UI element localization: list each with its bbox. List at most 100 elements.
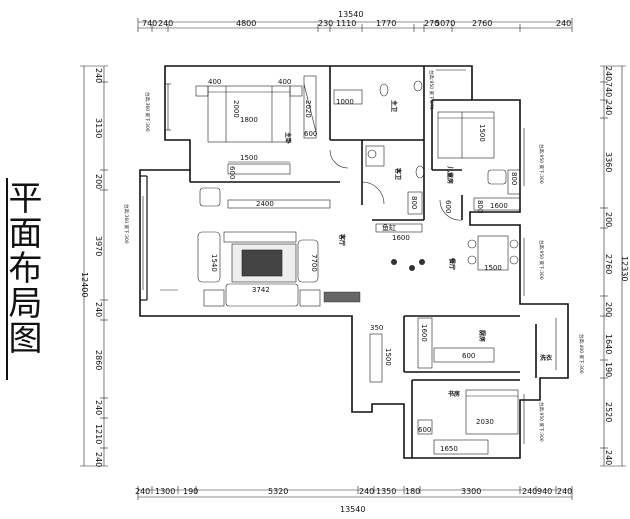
bottom-dim-0: 240 <box>135 487 150 496</box>
bottom-dim-3: 5320 <box>268 487 288 496</box>
kitchen-dim-600: 600 <box>462 352 475 360</box>
left-dim-1: 3130 <box>94 118 103 138</box>
bath-dim-1000: 1000 <box>336 98 354 106</box>
bottom-dim-4: 240 <box>359 487 374 496</box>
top-dim-1: 240 <box>158 19 173 28</box>
armchair <box>199 187 221 207</box>
master-tv-cabinet <box>227 163 291 175</box>
master-window-note: 台高:360 梁下:300 <box>144 92 151 132</box>
kids-dim-600: 600 <box>444 200 452 213</box>
tv-dim-2400: 2400 <box>256 200 274 208</box>
study-window-note: 台高:950 梁下:300 <box>538 402 545 442</box>
top-dim-7: 5070 <box>435 19 455 28</box>
door-arc-icon <box>361 181 385 205</box>
kids-dim-800b: 800 <box>476 200 484 213</box>
kitchen-counter-bottom <box>433 347 495 363</box>
bottom-dim-10: 240 <box>557 487 572 496</box>
kids-desk <box>473 197 521 211</box>
bottom-dim-6: 180 <box>405 487 420 496</box>
kids-door-arc-icon <box>439 199 463 221</box>
bottom-total-dim: 13540 <box>340 505 365 514</box>
left-dim-4: 240 <box>94 302 103 317</box>
right-dim-3: 3360 <box>604 152 613 172</box>
living-cabinet-left <box>203 289 225 307</box>
study-cabinet <box>417 419 433 435</box>
dining-dim-1500: 1500 <box>484 264 502 272</box>
top-dim-5: 1770 <box>376 19 396 28</box>
top-dim-2: 4800 <box>236 19 256 28</box>
top-dim-0: 740 <box>142 19 157 28</box>
guest-toilet-icon <box>367 149 377 159</box>
kids-desk-chair <box>487 169 507 185</box>
bottom-dim-9: 940 <box>537 487 552 496</box>
bottom-dimension-line <box>137 486 573 500</box>
bottom-dim-7: 3300 <box>461 487 481 496</box>
bed-dim-400b: 400 <box>278 78 291 86</box>
room-label-living: 客厅 <box>338 233 346 246</box>
guest-sink-icon <box>415 165 425 179</box>
master-dim-600: 600 <box>304 130 317 138</box>
room-label-kitchen: 厨房 <box>478 330 486 342</box>
windows <box>142 69 557 444</box>
right-dim-8: 190 <box>604 362 613 377</box>
piano <box>323 291 361 303</box>
master-bed <box>195 85 303 143</box>
top-dim-8: 2760 <box>472 19 492 28</box>
right-dim-10: 240 <box>604 450 613 465</box>
right-dim-4: 200 <box>604 212 613 227</box>
room-label-master: 主卧 <box>284 132 292 144</box>
study-desk <box>433 439 489 455</box>
dining-table <box>467 235 519 271</box>
study-dim-2030: 2030 <box>476 418 494 426</box>
left-dim-6: 240 <box>94 400 103 415</box>
kitchen-dim-1500: 1500 <box>384 348 392 366</box>
bottom-dim-5: 1350 <box>376 487 396 496</box>
study-dim-600: 600 <box>418 426 431 434</box>
living-window-note: 台高:360 梁下:300 <box>123 204 130 244</box>
top-dim-6: 270 <box>424 19 439 28</box>
fish-tank <box>375 223 423 233</box>
guest-bath-shower <box>365 145 385 167</box>
kitchen-dim-350: 350 <box>370 324 383 332</box>
left-dim-8: 240 <box>94 452 103 467</box>
dining-window-note: 台高:950 梁下:300 <box>538 240 545 280</box>
master-cab-600: 600 <box>228 166 236 179</box>
bed-dim-1800: 1800 <box>240 116 258 124</box>
left-dim-3: 3970 <box>94 236 103 256</box>
room-label-study: 书房 <box>448 390 460 398</box>
right-total-dim: 12330 <box>620 256 629 281</box>
study-dim-1650: 1650 <box>440 445 458 453</box>
top-dim-3: 230 <box>318 19 333 28</box>
wardrobe-dim-2020: 2020 <box>304 100 312 118</box>
sink-icon <box>413 80 423 92</box>
right-dim-5: 2760 <box>604 254 613 274</box>
sofa-dim-1540: 1540 <box>210 254 218 272</box>
title-rule <box>6 178 8 380</box>
kitchen-dim-1600: 1600 <box>420 324 428 342</box>
room-label-master-bath: 主卫 <box>390 100 398 112</box>
top-total-dim: 13540 <box>338 10 363 19</box>
left-total-dim: 12400 <box>80 272 89 297</box>
bottom-dim-8: 240 <box>522 487 537 496</box>
top-dim-4: 1110 <box>336 19 356 28</box>
right-dim-2: 240 <box>604 100 613 115</box>
study-bed <box>465 389 519 435</box>
tv-cabinet <box>227 199 331 209</box>
master-wardrobe <box>303 75 317 139</box>
room-label-dining: 餐厅 <box>448 257 456 270</box>
left-dim-0: 240 <box>94 68 103 83</box>
fish-dim-1600: 1600 <box>392 234 410 242</box>
fish-tank-label: 鱼缸 <box>382 223 396 232</box>
bed-dim-2000: 2000 <box>232 100 240 118</box>
bottom-dim-1: 1300 <box>155 487 175 496</box>
right-dim-6: 200 <box>604 302 613 317</box>
kitchen-counter-left <box>417 317 433 369</box>
plan-title: 平面布局图 <box>2 180 42 355</box>
chair-dim-7700: 7700 <box>310 254 318 272</box>
kids-bed <box>437 111 495 159</box>
plant-icons <box>391 259 425 271</box>
guest-dim-800: 800 <box>410 196 418 209</box>
kids-wardrobe <box>507 169 521 195</box>
